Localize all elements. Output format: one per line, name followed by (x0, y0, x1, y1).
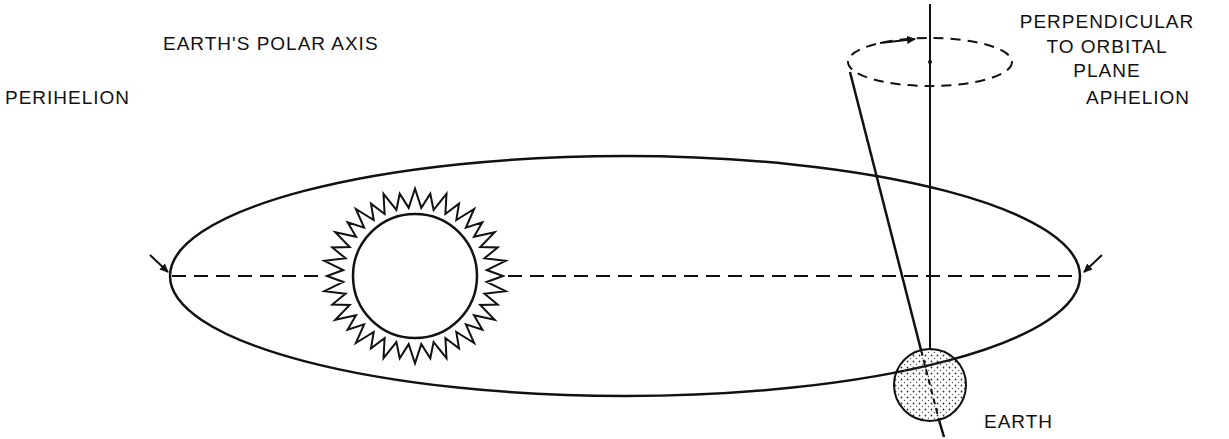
earth-globe (894, 349, 966, 421)
precession-circle (848, 38, 1012, 86)
polar-axis (939, 420, 944, 437)
aphelion-label: APHELION (1086, 86, 1190, 111)
major-axis (172, 275, 322, 277)
pointer-arrow (1084, 255, 1102, 272)
perpendicular-label: PERPENDICULAR TO ORBITAL PLANE (1018, 10, 1196, 84)
axis-label: EARTH'S POLAR AXIS (163, 32, 379, 57)
perpendicular-line (929, 4, 931, 349)
perihelion-label: PERIHELION (5, 86, 130, 111)
polar-axis (850, 72, 921, 350)
polar-axis (921, 350, 939, 420)
sun-symbol (324, 189, 505, 364)
major-axis (508, 275, 1078, 277)
precession-arrow (880, 39, 915, 43)
pointer-arrow (150, 255, 168, 272)
earth-label: EARTH (984, 410, 1053, 435)
